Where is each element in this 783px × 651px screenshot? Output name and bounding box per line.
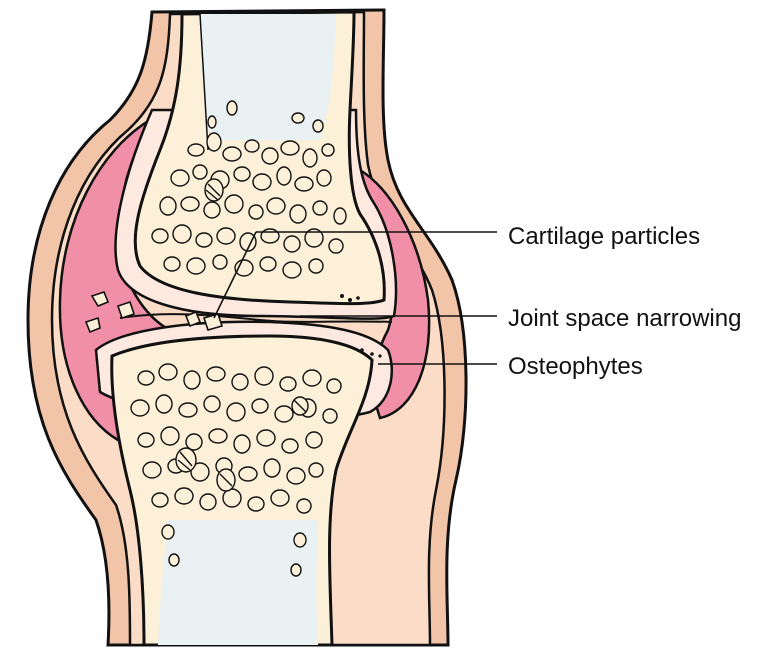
tibia [94,320,394,647]
leader-cartilage-particles-diagonal [213,231,257,319]
joint-space [119,313,393,323]
osteophyte-spurs [340,294,382,358]
leader-lines [213,231,497,365]
femur-trabecular-texture [151,100,347,279]
tibia-trabecular-texture [130,363,342,577]
tibia-marrow-cavity [158,520,318,645]
femur [114,10,398,320]
label-joint-space-narrowing: Joint space narrowing [508,305,741,332]
femur-marrow-edge [199,13,209,151]
label-cartilage-particles: Cartilage particles [508,223,700,250]
label-osteophytes: Osteophytes [508,353,643,380]
sclerotic-spots [175,178,309,492]
loose-cartilage-particles [84,291,224,334]
